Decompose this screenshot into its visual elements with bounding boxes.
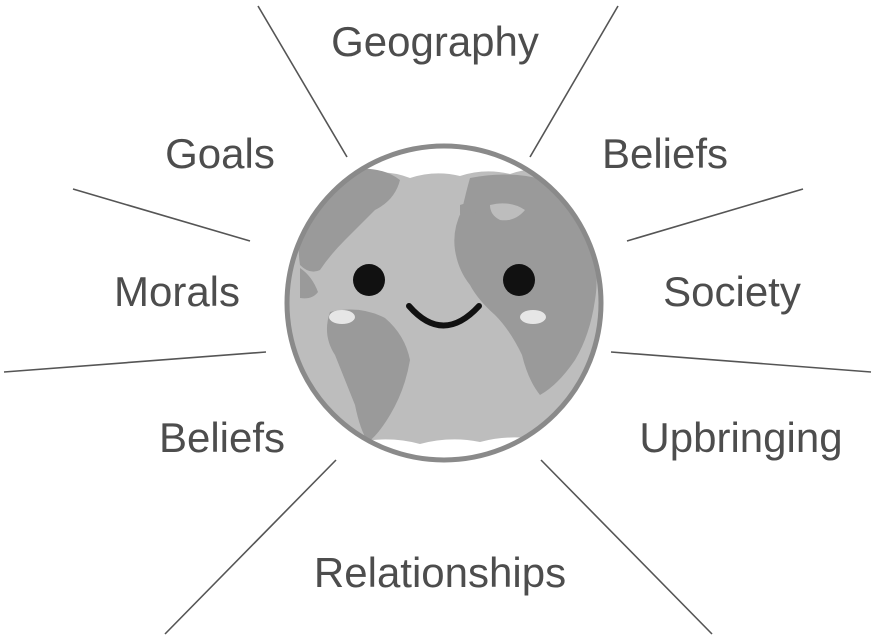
label-morals: Morals (114, 268, 240, 315)
globe-face (329, 264, 546, 329)
divider-line-upper-left (72, 188, 251, 242)
divider-line-bottom-left (164, 459, 337, 635)
label-upbringing: Upbringing (639, 414, 842, 461)
label-beliefs-top: Beliefs (602, 130, 728, 177)
left-eye-icon (353, 264, 385, 296)
left-cheek-icon (329, 310, 355, 324)
divider-line-top-right (529, 5, 619, 158)
label-relationships: Relationships (314, 549, 566, 596)
influence-labels: Geography Goals Beliefs Morals Society B… (114, 18, 843, 596)
right-eye-icon (503, 264, 535, 296)
label-society: Society (663, 268, 801, 315)
smile-icon (406, 303, 482, 329)
divider-lines (3, 5, 872, 635)
divider-line-upper-right (626, 188, 804, 242)
label-goals: Goals (165, 130, 275, 177)
smiling-globe-icon (284, 143, 604, 463)
divider-line-lower-left (3, 351, 267, 373)
label-geography: Geography (331, 18, 539, 65)
divider-line-lower-right (610, 351, 872, 373)
label-beliefs-bottom: Beliefs (159, 414, 285, 461)
divider-line-bottom-right (540, 459, 713, 635)
right-cheek-icon (520, 310, 546, 324)
divider-line-top-left (257, 5, 348, 158)
